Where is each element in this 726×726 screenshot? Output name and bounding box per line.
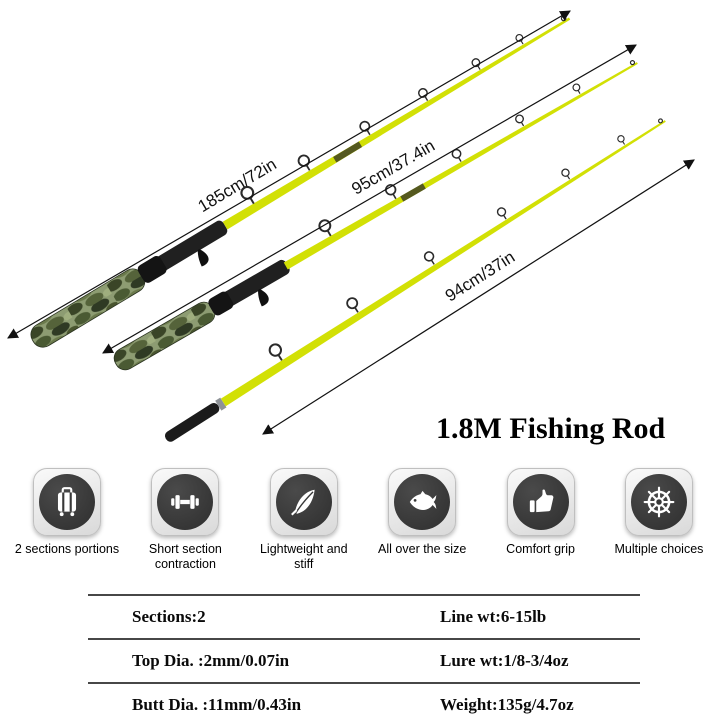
feature-item-size: All over the size	[369, 468, 475, 572]
spec-lure-wt: Lure wt:1/8-3/4oz	[440, 651, 569, 670]
dimension-label-185cm: 185cm/72in	[195, 155, 280, 217]
dumbbell-icon	[157, 474, 214, 530]
spec-top-dia: Top Dia. :2mm/0.07in	[132, 651, 290, 670]
feature-label: Multiple choices	[614, 542, 704, 556]
feature-icon-frame	[151, 468, 220, 536]
rod-full-camo-grip	[30, 268, 146, 348]
rod-full-wrap	[333, 141, 363, 163]
rod-handle-section	[113, 59, 638, 371]
feature-icon-frame	[506, 468, 575, 536]
rod-full	[30, 15, 571, 348]
feature-label: Short section contraction	[148, 542, 222, 571]
feature-item-choices: Multiple choices	[606, 468, 712, 572]
feature-icon-frame	[33, 468, 101, 536]
dimension-arrow-185cm	[7, 10, 571, 339]
rod-tip-tip-guide	[658, 118, 664, 124]
spec-line-wt: Line wt:6-15lb	[440, 607, 547, 626]
feature-label: Comfort grip	[506, 542, 575, 556]
feature-item-lightweight: Lightweight and stiff	[251, 468, 357, 572]
feature-item-contraction: Short section contraction	[132, 468, 238, 572]
feature-list: 2 sections portions Short section contra…	[0, 468, 726, 572]
ship-wheel-icon	[630, 474, 687, 530]
rod-handle-blank	[283, 62, 638, 270]
feature-icon-frame	[269, 468, 338, 536]
rod-handle-wrap	[400, 183, 426, 202]
dimension-arrow-94cm	[262, 159, 695, 435]
feature-label: 2 sections portions	[14, 542, 120, 556]
spec-weight: Weight:135g/4.7oz	[440, 695, 574, 714]
spec-row: Sections:2 Line wt:6-15lb	[88, 594, 640, 638]
feature-label: All over the size	[378, 542, 467, 556]
product-title: 1.8M Fishing Rod	[436, 412, 666, 445]
spec-sections: Sections:2	[132, 607, 206, 626]
spec-butt-dia: Butt Dia. :11mm/0.43in	[132, 695, 302, 714]
spec-row: Top Dia. :2mm/0.07in Lure wt:1/8-3/4oz	[88, 638, 640, 682]
rod-tip-ferrule-ring	[215, 397, 227, 411]
thumbs-up-icon	[512, 474, 569, 530]
feature-icon-frame	[624, 468, 693, 536]
spec-row: Butt Dia. :11mm/0.43in Weight:135g/4.7oz	[88, 682, 640, 726]
rod-tip-butt	[164, 402, 220, 442]
luggage-icon	[39, 474, 95, 530]
feature-item-sections: 2 sections portions	[14, 468, 120, 572]
specs-table: Sections:2 Line wt:6-15lb Top Dia. :2mm/…	[88, 594, 640, 726]
fish-icon	[394, 474, 451, 530]
feather-icon	[275, 474, 332, 530]
rod-handle-camo-grip	[113, 301, 216, 371]
feature-label: Lightweight and stiff	[259, 542, 348, 571]
feature-item-grip: Comfort grip	[488, 468, 594, 572]
feature-icon-frame	[388, 468, 457, 536]
rod-diagram: 185cm/72in 95cm/37.4in 94cm/37in	[7, 10, 695, 442]
